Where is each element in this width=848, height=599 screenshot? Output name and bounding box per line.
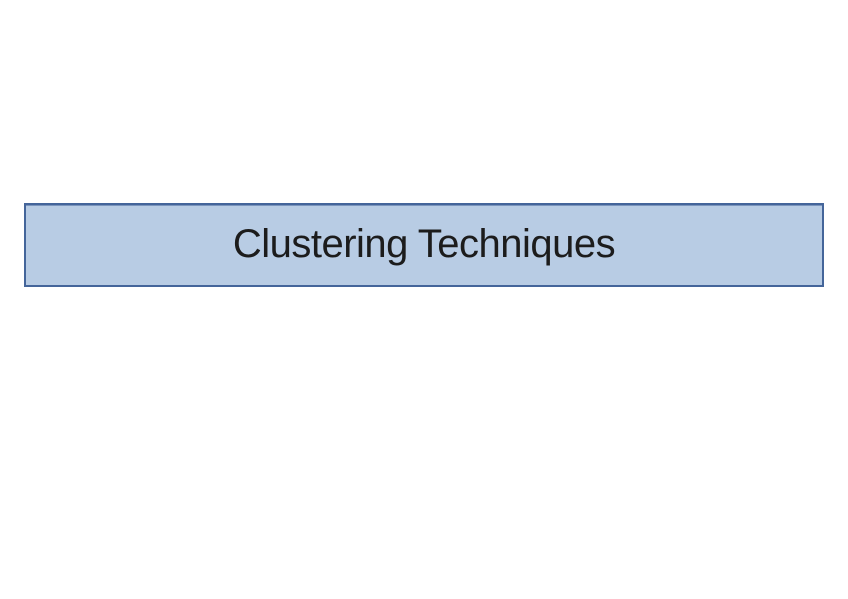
title-box: Clustering Techniques <box>24 203 824 287</box>
slide-title: Clustering Techniques <box>232 222 616 266</box>
